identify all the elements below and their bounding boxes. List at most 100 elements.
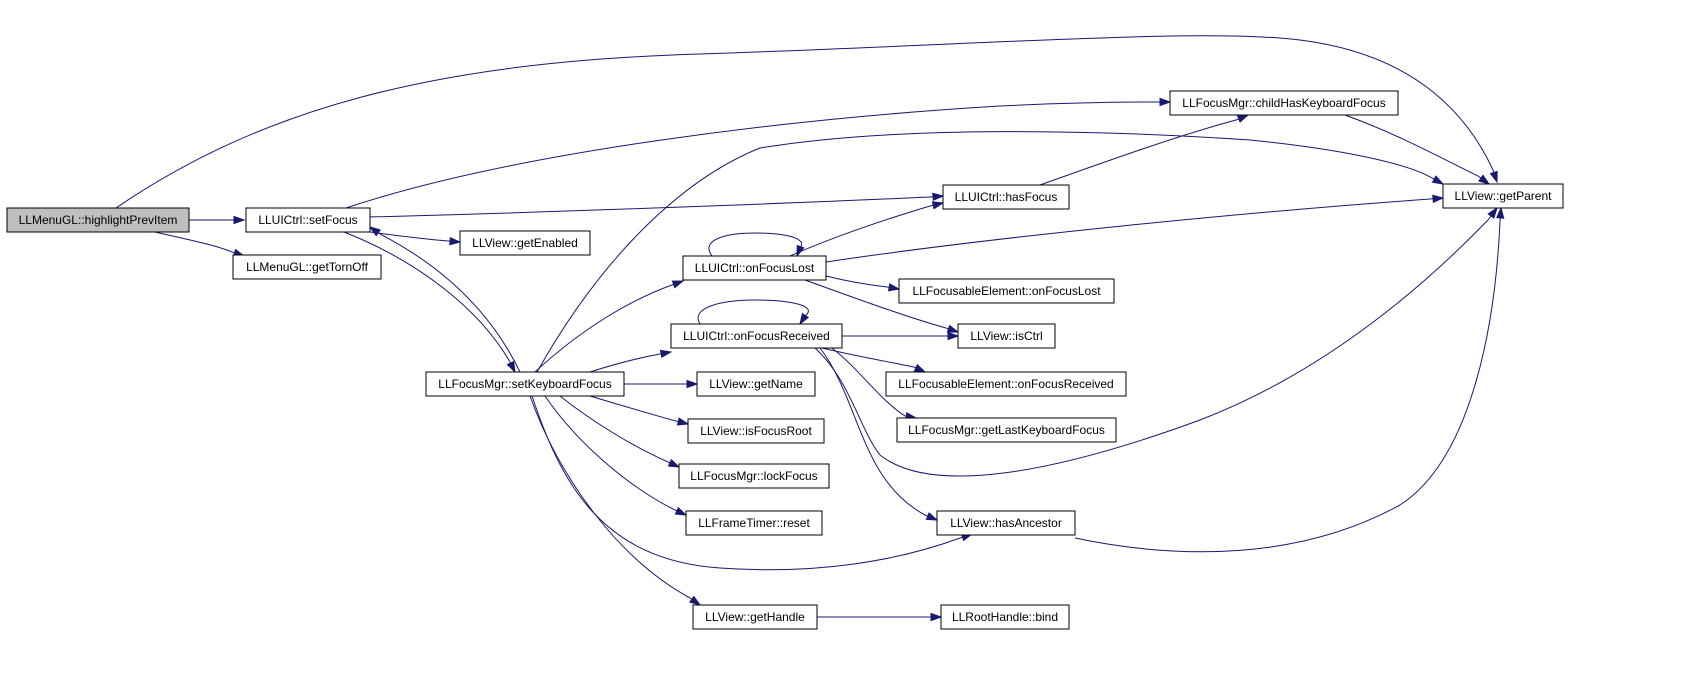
edge-onFocusReceived-to-hasAncestor <box>819 347 939 521</box>
arrowhead <box>913 363 927 373</box>
node-isFocusRoot[interactable]: LLView::isFocusRoot <box>687 418 825 444</box>
node-box[interactable] <box>670 323 843 349</box>
edge-line <box>369 196 931 218</box>
edge-connector <box>913 366 917 369</box>
node-box[interactable] <box>245 207 371 233</box>
node-label: LLFocusMgr::lockFocus <box>690 469 817 483</box>
edge-line <box>345 101 1159 209</box>
node-box[interactable] <box>936 510 1076 536</box>
edge-setKeyboardFocus-to-hasAncestor <box>531 395 974 571</box>
arrowhead <box>671 280 685 289</box>
edge-highlightPrevItem-to-setFocus <box>189 215 246 225</box>
node-getHandle[interactable]: LLView::getHandle <box>692 604 818 630</box>
node-box[interactable] <box>425 371 625 397</box>
node-box[interactable] <box>696 371 816 397</box>
node-box[interactable] <box>232 254 382 280</box>
node-box[interactable] <box>678 463 830 489</box>
node-onFocusLost[interactable]: LLUICtrl::onFocusLost <box>682 255 827 281</box>
node-label: LLView::getEnabled <box>472 236 578 250</box>
node-isCtrl[interactable]: LLView::isCtrl <box>957 323 1056 349</box>
node-box[interactable] <box>459 230 591 256</box>
edge-connector <box>1431 177 1435 180</box>
edge-childHasKeyboardFocus-to-getParent <box>1344 114 1491 185</box>
node-box[interactable] <box>6 207 190 233</box>
arrowhead <box>1489 170 1498 184</box>
edge-setKeyboardFocus-to-onFocusReceived <box>589 349 673 373</box>
node-reset[interactable]: LLFrameTimer::reset <box>685 510 823 536</box>
arrowhead <box>1478 174 1491 185</box>
node-lockFocus[interactable]: LLFocusMgr::lockFocus <box>678 463 830 489</box>
edge-onFocusLost-to-fe_onFocusLost <box>825 275 901 292</box>
edge-line <box>831 347 906 417</box>
edge-line <box>814 219 1489 477</box>
node-label: LLView::getParent <box>1455 189 1553 203</box>
arrowhead <box>1236 114 1250 123</box>
node-getParent[interactable]: LLView::getParent <box>1442 183 1564 209</box>
arrowhead <box>1431 175 1445 185</box>
node-box[interactable] <box>957 323 1056 349</box>
edge-setFocus-to-hasFocus <box>369 192 945 218</box>
arrowhead <box>667 458 681 468</box>
edge-line <box>589 395 677 422</box>
node-box[interactable] <box>896 417 1117 443</box>
node-setFocus[interactable]: LLUICtrl::setFocus <box>245 207 371 233</box>
edge-onFocusLost-to-onFocusLost <box>708 232 805 258</box>
edge-line <box>821 347 915 368</box>
node-onFocusReceived[interactable]: LLUICtrl::onFocusReceived <box>670 323 843 349</box>
arrowhead <box>946 324 960 333</box>
node-label: LLView::isCtrl <box>970 329 1042 343</box>
node-box[interactable] <box>692 604 818 630</box>
arrowhead <box>930 612 943 622</box>
edge-line <box>1344 114 1479 177</box>
arrowhead <box>233 215 246 225</box>
node-hasAncestor[interactable]: LLView::hasAncestor <box>936 510 1076 536</box>
edge-line <box>1039 119 1237 186</box>
edge-setKeyboardFocus-to-getName <box>624 379 699 389</box>
node-getLastKeyboardFocus[interactable]: LLFocusMgr::getLastKeyboardFocus <box>896 417 1117 443</box>
edge-line <box>536 131 1433 373</box>
node-getEnabled[interactable]: LLView::getEnabled <box>459 230 591 256</box>
edge-connector <box>929 204 934 207</box>
edge-connector <box>675 420 679 423</box>
node-bind[interactable]: LLRootHandle::bind <box>940 604 1070 630</box>
node-box[interactable] <box>898 278 1115 304</box>
node-box[interactable] <box>885 371 1127 397</box>
arrowhead <box>676 417 690 426</box>
edge-setKeyboardFocus-to-getHandle <box>529 395 702 606</box>
edge-line <box>154 231 233 253</box>
edge-connector <box>671 283 674 286</box>
edge-setKeyboardFocus-to-setFocus <box>368 226 521 373</box>
node-box[interactable] <box>1442 183 1564 209</box>
edge-line <box>531 395 961 571</box>
edge-highlightPrevItem-to-getTornOff <box>154 231 246 257</box>
node-highlightPrevItem[interactable]: LLMenuGL::highlightPrevItem <box>6 207 190 233</box>
edge-setKeyboardFocus-to-onFocusLost <box>534 280 685 373</box>
node-label: LLView::hasAncestor <box>950 516 1062 530</box>
node-box[interactable] <box>1169 90 1399 116</box>
arrowhead <box>799 312 810 326</box>
node-setKeyboardFocus[interactable]: LLFocusMgr::setKeyboardFocus <box>425 371 625 397</box>
edge-connector <box>231 251 235 254</box>
edge-setKeyboardFocus-to-reset <box>544 395 688 516</box>
node-box[interactable] <box>687 418 825 444</box>
node-box[interactable] <box>685 510 823 536</box>
node-getTornOff[interactable]: LLMenuGL::getTornOff <box>232 254 382 280</box>
edge-line <box>343 231 511 363</box>
node-getName[interactable]: LLView::getName <box>696 371 816 397</box>
edge-setKeyboardFocus-to-isFocusRoot <box>589 395 690 426</box>
node-childHasKeyboardFocus[interactable]: LLFocusMgr::childHasKeyboardFocus <box>1169 90 1399 116</box>
node-fe_onFocusLost[interactable]: LLFocusableElement::onFocusLost <box>898 278 1115 304</box>
node-label: LLView::isFocusRoot <box>700 424 812 438</box>
edge-connector <box>959 536 963 539</box>
edge-setKeyboardFocus-to-getParent <box>536 131 1445 373</box>
node-fe_onFocusReceived[interactable]: LLFocusableElement::onFocusReceived <box>885 371 1127 397</box>
node-box[interactable] <box>682 255 827 281</box>
node-box[interactable] <box>940 604 1070 630</box>
edge-line <box>379 233 521 373</box>
node-hasFocus[interactable]: LLUICtrl::hasFocus <box>942 184 1070 210</box>
edge-hasFocus-to-childHasKeyboardFocus <box>1039 114 1250 186</box>
node-box[interactable] <box>942 184 1070 210</box>
edge-onFocusReceived-to-fe_onFocusReceived <box>821 347 927 373</box>
